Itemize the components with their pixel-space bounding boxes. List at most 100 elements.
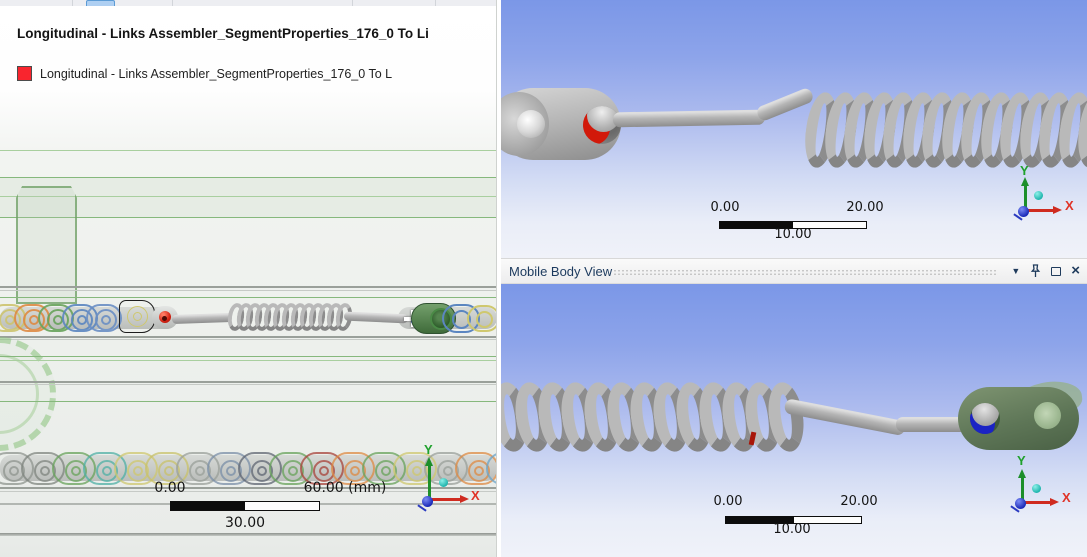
frame-line (0, 360, 496, 361)
tab-separator (435, 0, 436, 6)
triad-y-label: Y (424, 442, 433, 457)
triad-y-axis (1021, 477, 1024, 503)
triad-x-label: X (1065, 198, 1074, 213)
rail-line (0, 290, 496, 291)
triad-y-axis (1024, 185, 1027, 211)
spring-anchor-marker (152, 306, 178, 329)
pin-sphere (972, 403, 999, 426)
frame-line (0, 150, 496, 151)
selected-link-ring (133, 312, 142, 321)
chain-link-ring (102, 465, 112, 476)
triad-y-label: Y (1017, 453, 1026, 468)
fixed-body-viewport[interactable]: 0.00 20.00 10.00 Y X (501, 0, 1087, 258)
frame-band (0, 177, 496, 218)
selection-box (119, 300, 155, 333)
chain-link-ring (474, 465, 484, 476)
rail-line (0, 336, 496, 338)
rail-line (0, 487, 496, 489)
triad-y-arrow (425, 457, 433, 466)
frame-line (0, 297, 496, 298)
chain-link-ring (40, 465, 50, 476)
mobile-body-view-titlebar: Mobile Body View ▼ × (501, 258, 1087, 284)
tab-separator (172, 0, 173, 6)
triad-x-axis (432, 498, 461, 501)
chain-link (86, 304, 122, 332)
frame-post (16, 186, 77, 304)
spring-rod (896, 417, 976, 432)
titlebar-controls: ▼ × (1011, 263, 1080, 279)
maximize-icon[interactable] (1051, 266, 1062, 276)
ruler-label-mid: 10.00 (774, 227, 812, 242)
triad-node (1034, 191, 1043, 200)
chain-link-ring (350, 465, 360, 476)
chain-link-ring (133, 465, 143, 476)
triad-x-arrow (1053, 206, 1062, 214)
panel-splitter[interactable] (497, 0, 501, 557)
ruler-label-start: 0.00 (713, 494, 743, 509)
legend-color-swatch (17, 66, 32, 81)
rail-line (0, 491, 496, 492)
frame-line (0, 217, 496, 218)
spring-rod (612, 109, 766, 128)
ruler-label-start: 0.00 (154, 480, 186, 496)
triad-x-arrow (1050, 498, 1059, 506)
triad-y-arrow (1018, 469, 1026, 478)
triad-y-axis (428, 465, 431, 502)
viewport-border (0, 533, 496, 536)
mobile-body-viewport[interactable]: 0.00 20.00 10.00 Y X (501, 284, 1087, 557)
chain-link-ring (443, 465, 453, 476)
scale-bar (170, 501, 320, 511)
link-hole-marked (970, 403, 1000, 434)
tab-separator (352, 0, 353, 6)
triad-x-label: X (471, 488, 480, 503)
red-dot (159, 311, 171, 323)
titlebar-dots (613, 269, 997, 277)
spring-rod-bend (755, 86, 815, 123)
chain-link-ring (9, 465, 19, 476)
triad-z-node (422, 496, 433, 507)
ruler-label-mid: 30.00 (224, 515, 266, 531)
frame-line (0, 177, 496, 178)
triad-y-arrow (1021, 177, 1029, 186)
triad-node (1032, 484, 1041, 493)
rail-line (0, 384, 496, 385)
chain-link-ring (288, 465, 298, 476)
frame-line (0, 196, 496, 197)
chain-link-ring (95, 309, 117, 331)
chain-link-ring (226, 465, 236, 476)
triad-x-axis (1025, 501, 1051, 504)
ruler-label-end: 20.00 (846, 200, 884, 215)
chain-link-ring (257, 465, 267, 476)
legend-label: Longitudinal - Links Assembler_SegmentPr… (40, 67, 393, 81)
ruler-label-start: 0.00 (710, 200, 740, 215)
triad-z-node (1015, 498, 1026, 509)
main-graphics-viewport[interactable]: Longitudinal - Links Assembler_SegmentPr… (0, 0, 497, 557)
chain-link-ring (164, 465, 174, 476)
rail-line (0, 381, 496, 383)
result-title: Longitudinal - Links Assembler_SegmentPr… (17, 26, 429, 41)
frame-line (0, 356, 496, 357)
close-icon[interactable]: × (1071, 261, 1080, 279)
spring-rod (343, 311, 409, 324)
dropdown-icon[interactable]: ▼ (1011, 265, 1021, 276)
rail-line (0, 286, 496, 288)
chain-link-ring (101, 315, 111, 325)
active-tab-indicator[interactable] (86, 0, 115, 6)
spring-rod (171, 312, 233, 325)
selected-link-ring (127, 306, 148, 327)
chain-link-ring (71, 465, 81, 476)
chain-link (467, 305, 496, 332)
ruler-label-end: 20.00 (840, 494, 878, 509)
tab-separator (72, 0, 73, 6)
triad-z-node (1018, 206, 1029, 217)
scale-bar (725, 516, 862, 524)
chain-link-ring (381, 465, 391, 476)
link-hole (517, 110, 545, 138)
triad-x-arrow (460, 495, 469, 503)
pin-icon[interactable] (1030, 264, 1041, 278)
chain-link-ring (319, 465, 329, 476)
frame-line (0, 401, 496, 402)
triad-x-label: X (1062, 490, 1071, 505)
rail-line (0, 339, 496, 340)
ruler-label-mid: 10.00 (773, 522, 811, 537)
